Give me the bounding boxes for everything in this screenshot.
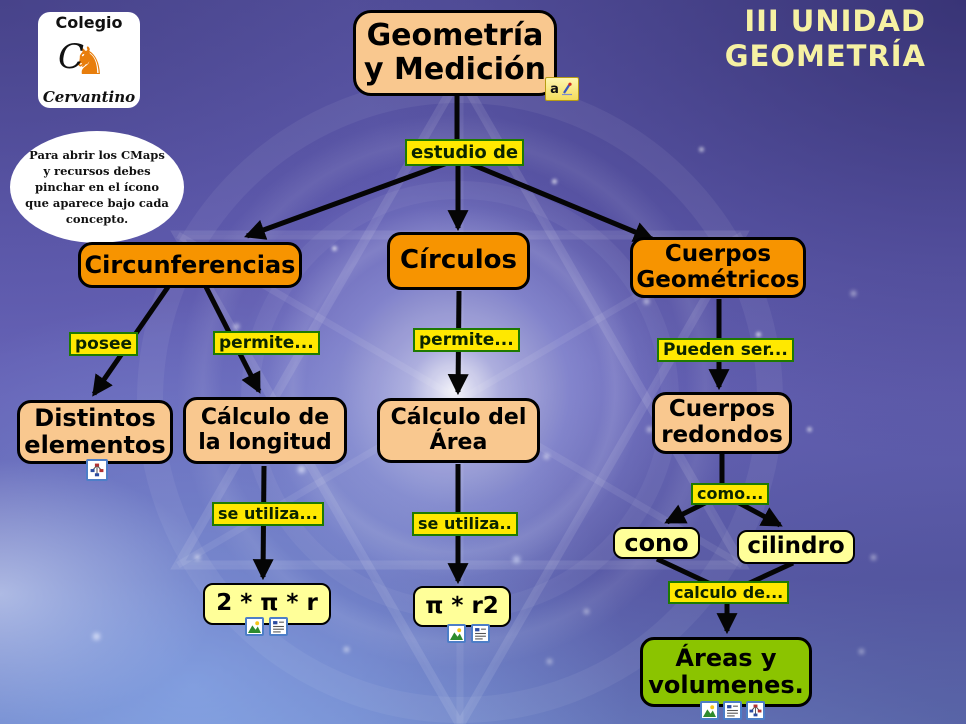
logo-c-swirl: C: [57, 36, 84, 77]
document-resource-icon[interactable]: [723, 701, 742, 720]
cmap-link-icon[interactable]: [746, 701, 765, 720]
concept-circulos[interactable]: Círculos: [387, 232, 530, 290]
background-stars: [0, 0, 3, 3]
concept-formula-area[interactable]: π * r2: [413, 586, 511, 627]
image-glyph: [703, 705, 716, 717]
concept-formula-area-label: π * r2: [425, 592, 499, 619]
link-se-utiliza-centro-label: se utiliza..: [418, 514, 512, 534]
concept-cuerpos-redondos-label: Cuerpos redondos: [661, 396, 783, 448]
document-resource-icon[interactable]: [471, 624, 490, 643]
concept-circunferencias[interactable]: Circunferencias: [78, 242, 302, 288]
concept-cono[interactable]: cono: [613, 527, 700, 559]
link-pueden-ser-label: Pueden ser...: [663, 339, 788, 360]
link-se-utiliza-izq-label: se utiliza...: [218, 504, 318, 524]
pencil-icon: [561, 82, 572, 96]
link-se-utiliza-izq[interactable]: se utiliza...: [212, 502, 324, 526]
concept-circulos-label: Círculos: [400, 245, 517, 276]
document-resource-icon[interactable]: [269, 617, 288, 636]
image-glyph: [450, 628, 463, 640]
link-se-utiliza-centro[interactable]: se utiliza..: [412, 512, 518, 536]
image-resource-icon[interactable]: [245, 617, 264, 636]
concept-formula-longitud[interactable]: 2 * π * r: [203, 583, 331, 625]
link-permite-izq[interactable]: permite...: [213, 331, 320, 355]
image-resource-icon[interactable]: [447, 624, 466, 643]
cmap-glyph: [90, 463, 104, 477]
concept-root[interactable]: Geometría y Medición: [353, 10, 557, 96]
concept-cuerpos-geometricos[interactable]: Cuerpos Geométricos: [630, 237, 806, 298]
school-logo: Colegio C♞ Cervantino: [38, 12, 140, 108]
instruction-bubble-text: Para abrir los CMaps y recursos debes pi…: [25, 147, 169, 227]
unit-title-line2: GEOMETRÍA: [724, 39, 926, 73]
concept-cilindro[interactable]: cilindro: [737, 530, 855, 564]
link-estudio-de[interactable]: estudio de: [405, 139, 525, 166]
don-quixote-horse-icon: C♞: [57, 36, 107, 83]
concept-areas-volumenes[interactable]: Áreas y volumenes.: [640, 637, 812, 707]
concept-distintos-elementos[interactable]: Distintos elementos: [17, 400, 173, 464]
concept-cuerpos-geometricos-label: Cuerpos Geométricos: [636, 240, 800, 293]
concept-cuerpos-redondos[interactable]: Cuerpos redondos: [652, 392, 792, 454]
link-permite-izq-label: permite...: [219, 332, 314, 353]
unit-title-line1: III UNIDAD: [744, 4, 926, 38]
link-como-label: como...: [697, 484, 764, 504]
instruction-bubble: Para abrir los CMaps y recursos debes pi…: [10, 131, 184, 243]
arrow-estudio-to-circunferencias: [244, 159, 451, 240]
link-estudio-de-label: estudio de: [411, 141, 519, 163]
link-calculo-de-label: calculo de...: [674, 582, 784, 602]
image-resource-icon[interactable]: [700, 701, 719, 720]
link-pueden-ser[interactable]: Pueden ser...: [657, 338, 794, 362]
link-calculo-de[interactable]: calculo de...: [668, 581, 790, 604]
link-posee-label: posee: [75, 333, 133, 354]
cmap-glyph: [749, 704, 762, 717]
concept-distintos-elementos-label: Distintos elementos: [24, 404, 166, 459]
school-logo-name: Cervantino: [42, 88, 136, 106]
link-permite-centro[interactable]: permite...: [413, 328, 520, 352]
link-permite-centro-label: permite...: [419, 329, 514, 350]
cmap-link-icon[interactable]: [86, 459, 108, 481]
concept-areas-volumenes-label: Áreas y volumenes.: [648, 644, 804, 699]
image-glyph: [248, 621, 261, 633]
document-glyph: [727, 705, 738, 717]
concept-calculo-area[interactable]: Cálculo del Área: [377, 398, 540, 463]
document-glyph: [273, 621, 284, 633]
school-logo-title: Colegio: [55, 13, 123, 32]
annotation-letter: a: [550, 81, 559, 97]
concept-calculo-longitud-label: Cálculo de la longitud: [198, 404, 332, 455]
concept-root-label: Geometría y Medición: [364, 18, 546, 87]
concept-circunferencias-label: Circunferencias: [84, 250, 296, 279]
concept-cono-label: cono: [624, 528, 689, 557]
link-como[interactable]: como...: [691, 483, 770, 505]
concept-cilindro-label: cilindro: [747, 533, 845, 560]
concept-calculo-longitud[interactable]: Cálculo de la longitud: [183, 397, 347, 464]
concept-calculo-area-label: Cálculo del Área: [390, 404, 527, 455]
link-posee[interactable]: posee: [69, 332, 139, 356]
concept-formula-longitud-label: 2 * π * r: [216, 590, 318, 617]
document-glyph: [475, 628, 486, 640]
annotation-note-icon[interactable]: a: [545, 77, 579, 101]
arrow-estudio-to-cuerpos-geometricos: [465, 159, 655, 242]
unit-title: III UNIDAD GEOMETRÍA: [725, 4, 926, 74]
